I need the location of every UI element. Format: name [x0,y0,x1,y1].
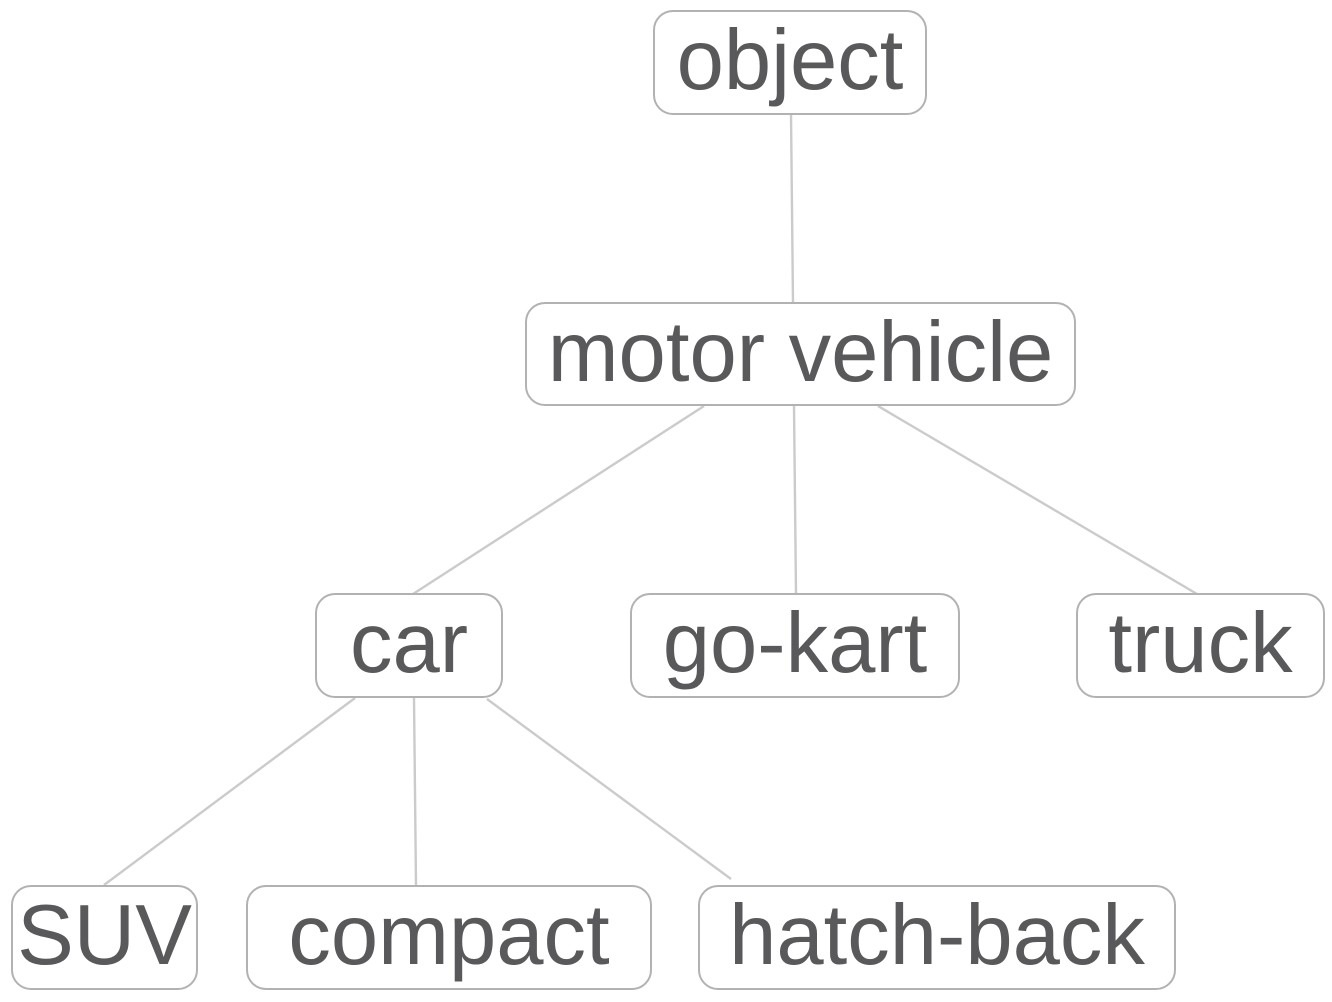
node-object: object [653,10,927,115]
node-go-kart-label: go-kart [662,596,928,691]
node-truck: truck [1076,593,1325,698]
node-hatch-back-label: hatch-back [729,888,1145,983]
node-go-kart: go-kart [630,593,960,698]
node-car-label: car [349,596,469,691]
edge-car-suv [103,697,356,886]
edge-motor-vehicle-truck [877,404,1198,596]
node-motor-vehicle-label: motor vehicle [547,304,1054,400]
node-suv: SUV [11,885,198,990]
node-object-label: object [676,13,904,108]
edge-motor-vehicle-car [412,404,705,596]
node-motor-vehicle: motor vehicle [525,302,1076,406]
edge-car-hatch-back [486,698,732,880]
edge-motor-vehicle-go-kart [792,405,798,595]
node-car: car [315,593,503,698]
edge-car-compact [412,697,418,887]
node-compact: compact [246,885,652,990]
node-suv-label: SUV [17,888,192,983]
node-hatch-back: hatch-back [698,885,1176,990]
edge-object-motor-vehicle [789,113,795,304]
node-compact-label: compact [288,888,610,983]
node-truck-label: truck [1108,596,1293,691]
